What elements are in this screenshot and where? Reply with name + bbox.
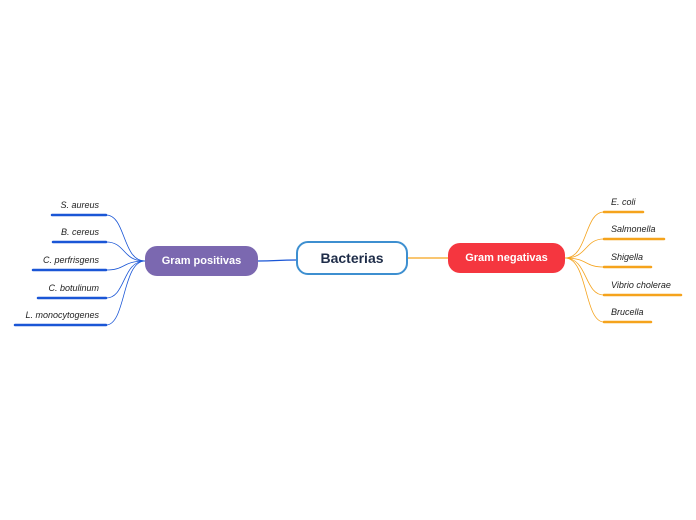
connector-leaf bbox=[105, 260, 146, 271]
leaf-topic[interactable]: Brucella bbox=[611, 307, 644, 317]
connector-leaf bbox=[564, 238, 605, 259]
leaf-topic[interactable]: L. monocytogenes bbox=[25, 310, 99, 320]
leaf-topic[interactable]: Shigella bbox=[611, 252, 644, 262]
connector-leaf bbox=[564, 257, 605, 323]
connector-leaf bbox=[105, 241, 146, 262]
central-topic-label: Bacterias bbox=[320, 250, 384, 266]
connector-leaf bbox=[105, 260, 146, 299]
connector-central-left bbox=[257, 259, 297, 262]
connector-leaf bbox=[105, 214, 146, 262]
main-topic-label: Gram positivas bbox=[161, 255, 242, 267]
central-topic[interactable]: Bacterias bbox=[296, 241, 408, 275]
leaf-topic[interactable]: B. cereus bbox=[60, 227, 99, 237]
main-topic-gram-negativas[interactable]: Gram negativas bbox=[448, 243, 565, 273]
leaf-topic[interactable]: S. aureus bbox=[60, 200, 99, 210]
main-topic-gram-positivas[interactable]: Gram positivas bbox=[145, 246, 258, 276]
connector-leaf bbox=[564, 257, 605, 296]
leaf-topic[interactable]: C. perfrisgens bbox=[42, 255, 99, 265]
leaf-topic[interactable]: E. coli bbox=[611, 197, 636, 207]
connector-leaf bbox=[564, 257, 605, 268]
main-topic-label: Gram negativas bbox=[465, 252, 548, 264]
leaf-topic[interactable]: Salmonella bbox=[611, 224, 656, 234]
leaf-topic[interactable]: Vibrio cholerae bbox=[611, 280, 671, 290]
connector-leaf bbox=[564, 211, 605, 259]
connector-leaf bbox=[105, 260, 146, 326]
leaf-topic[interactable]: C. botulinum bbox=[48, 283, 99, 293]
